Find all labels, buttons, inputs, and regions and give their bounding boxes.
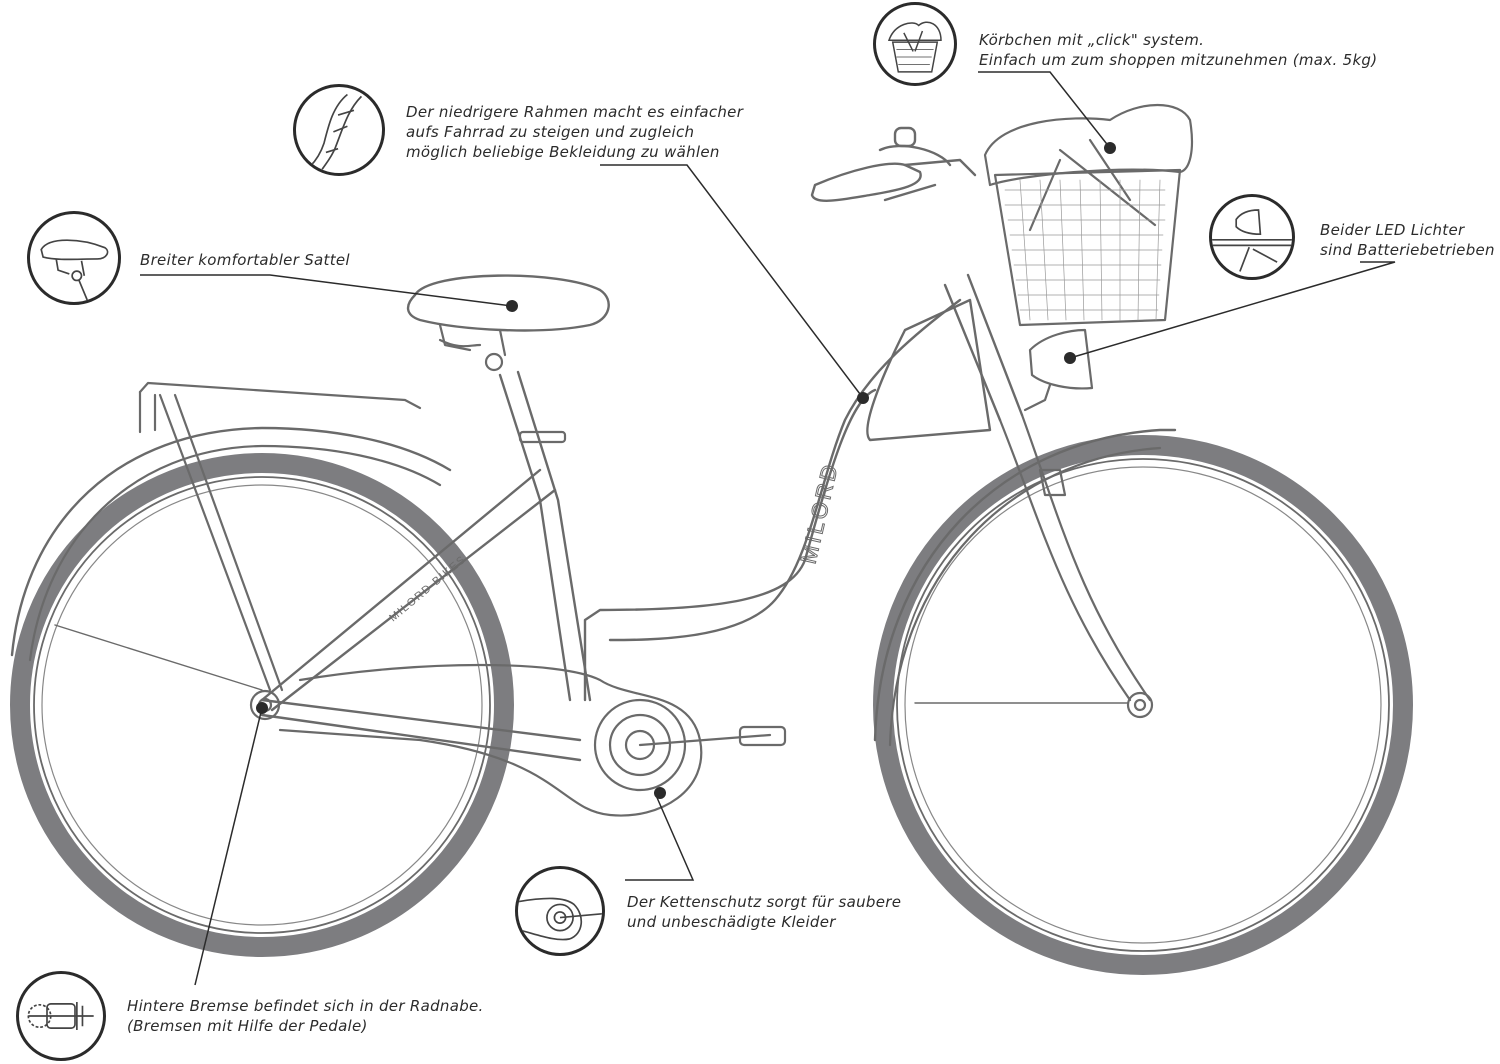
front-lamp	[1023, 328, 1094, 412]
front-hub	[1126, 691, 1154, 719]
frame-callout-line-1: Der niedrigere Rahmen macht es einfacher	[406, 103, 744, 121]
frame-icon	[293, 84, 385, 176]
chainguard-callout-line-1: Der Kettenschutz sorgt für saubere	[627, 893, 902, 911]
crankset	[593, 698, 787, 792]
leader-lines	[140, 71, 1396, 986]
basket-icon	[873, 2, 957, 86]
rear-brake-callout-line-2: (Bremsen mit Hilfe der Pedale)	[127, 1017, 368, 1035]
rear-wheel	[10, 453, 514, 957]
saddle-callout-text: Breiter komfortabler Sattel	[140, 250, 350, 270]
lights-callout-line-2: sind Batteriebetrieben	[1320, 241, 1495, 259]
handlebar	[810, 126, 977, 202]
saddle-icon	[27, 211, 121, 305]
front-basket	[983, 103, 1194, 327]
bike-frame	[260, 273, 1024, 817]
chainguard-callout-line-2: und unbeschädigte Kleider	[627, 913, 836, 931]
chainguard-icon	[515, 866, 605, 956]
hub-icon	[16, 971, 106, 1061]
rear-rack	[138, 381, 422, 692]
lights-callout-text: Beider LED Lichter sind Batteriebetriebe…	[1320, 220, 1495, 260]
saddle-callout-line-1: Breiter komfortabler Sattel	[140, 251, 350, 269]
frame-callout-text: Der niedrigere Rahmen macht es einfacher…	[406, 102, 743, 162]
front-fender	[873, 428, 1177, 742]
frame-brand-milord: MILORD	[796, 460, 844, 567]
basket-callout-line-1: Körbchen mit „click" system.	[979, 31, 1205, 49]
basket-callout-text: Körbchen mit „click" system. Einfach um …	[979, 30, 1377, 70]
basket-callout-line-2: Einfach um zum shoppen mitzunehmen (max.…	[979, 51, 1378, 69]
frame-callout-line-3: möglich beliebige Bekleidung zu wählen	[406, 143, 720, 161]
front-wheel	[873, 435, 1413, 975]
front-fork	[998, 413, 1152, 702]
rear-fender	[10, 426, 452, 657]
saddle	[406, 274, 610, 444]
chainguard-callout-text: Der Kettenschutz sorgt für saubere und u…	[627, 892, 901, 932]
lights-callout-line-1: Beider LED Lichter	[1320, 221, 1465, 239]
rear-brake-callout-text: Hintere Bremse befindet sich in der Radn…	[127, 996, 484, 1036]
lamp-icon	[1209, 194, 1295, 280]
rear-brake-callout-line-1: Hintere Bremse befindet sich in der Radn…	[127, 997, 484, 1015]
frame-callout-line-2: aufs Fahrrad zu steigen und zugleich	[406, 123, 695, 141]
